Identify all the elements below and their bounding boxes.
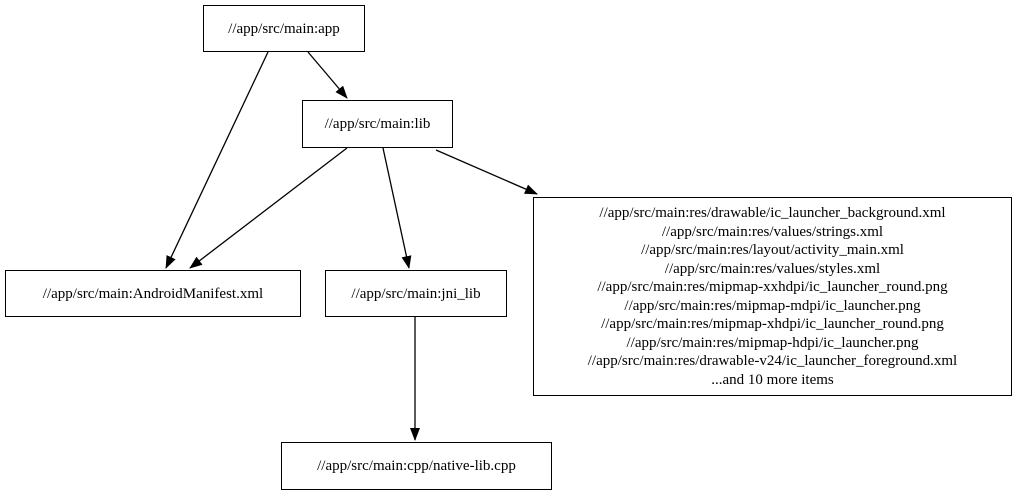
edge-lib-manifest — [189, 147, 348, 269]
node-jni-lib-label: //app/src/main:jni_lib — [351, 285, 481, 302]
node-android-manifest: //app/src/main:AndroidManifest.xml — [5, 270, 301, 317]
node-jni-lib: //app/src/main:jni_lib — [325, 270, 507, 317]
res-group-line: //app/src/main:res/drawable-v24/ic_launc… — [587, 353, 958, 369]
res-group-line: //app/src/main:res/mipmap-xhdpi/ic_launc… — [601, 316, 944, 332]
res-group-line: //app/src/main:res/mipmap-hdpi/ic_launch… — [626, 334, 919, 351]
node-native-lib-cpp-label: //app/src/main:cpp/native-lib.cpp — [317, 458, 516, 474]
edge-lib-jni-lib — [382, 147, 412, 269]
edge-lib-res-group — [435, 149, 538, 195]
node-lib-label: //app/src/main:lib — [324, 116, 431, 132]
node-lib: //app/src/main:lib — [302, 100, 453, 148]
res-group-line: //app/src/main:res/values/strings.xml — [661, 223, 884, 240]
node-app: //app/src/main:app — [203, 5, 365, 52]
node-android-manifest-label: //app/src/main:AndroidManifest.xml — [42, 285, 264, 302]
res-group-more-items: ...and 10 more items — [711, 371, 834, 388]
node-native-lib-cpp: //app/src/main:cpp/native-lib.cpp — [281, 442, 552, 490]
res-group-line: //app/src/main:res/mipmap-xxhdpi/ic_laun… — [597, 279, 948, 295]
node-app-label: //app/src/main:app — [228, 20, 340, 37]
node-res-group: //app/src/main:res/drawable/ic_launcher_… — [533, 197, 1012, 396]
res-group-line: //app/src/main:res/mipmap-mdpi/ic_launch… — [624, 297, 921, 314]
res-group-line: //app/src/main:res/layout/activity_main.… — [641, 242, 904, 258]
res-group-line: //app/src/main:res/values/styles.xml — [664, 260, 881, 277]
res-group-line: //app/src/main:res/drawable/ic_launcher_… — [599, 205, 946, 221]
edge-app-manifest — [165, 51, 269, 269]
edge-app-lib — [307, 51, 348, 99]
